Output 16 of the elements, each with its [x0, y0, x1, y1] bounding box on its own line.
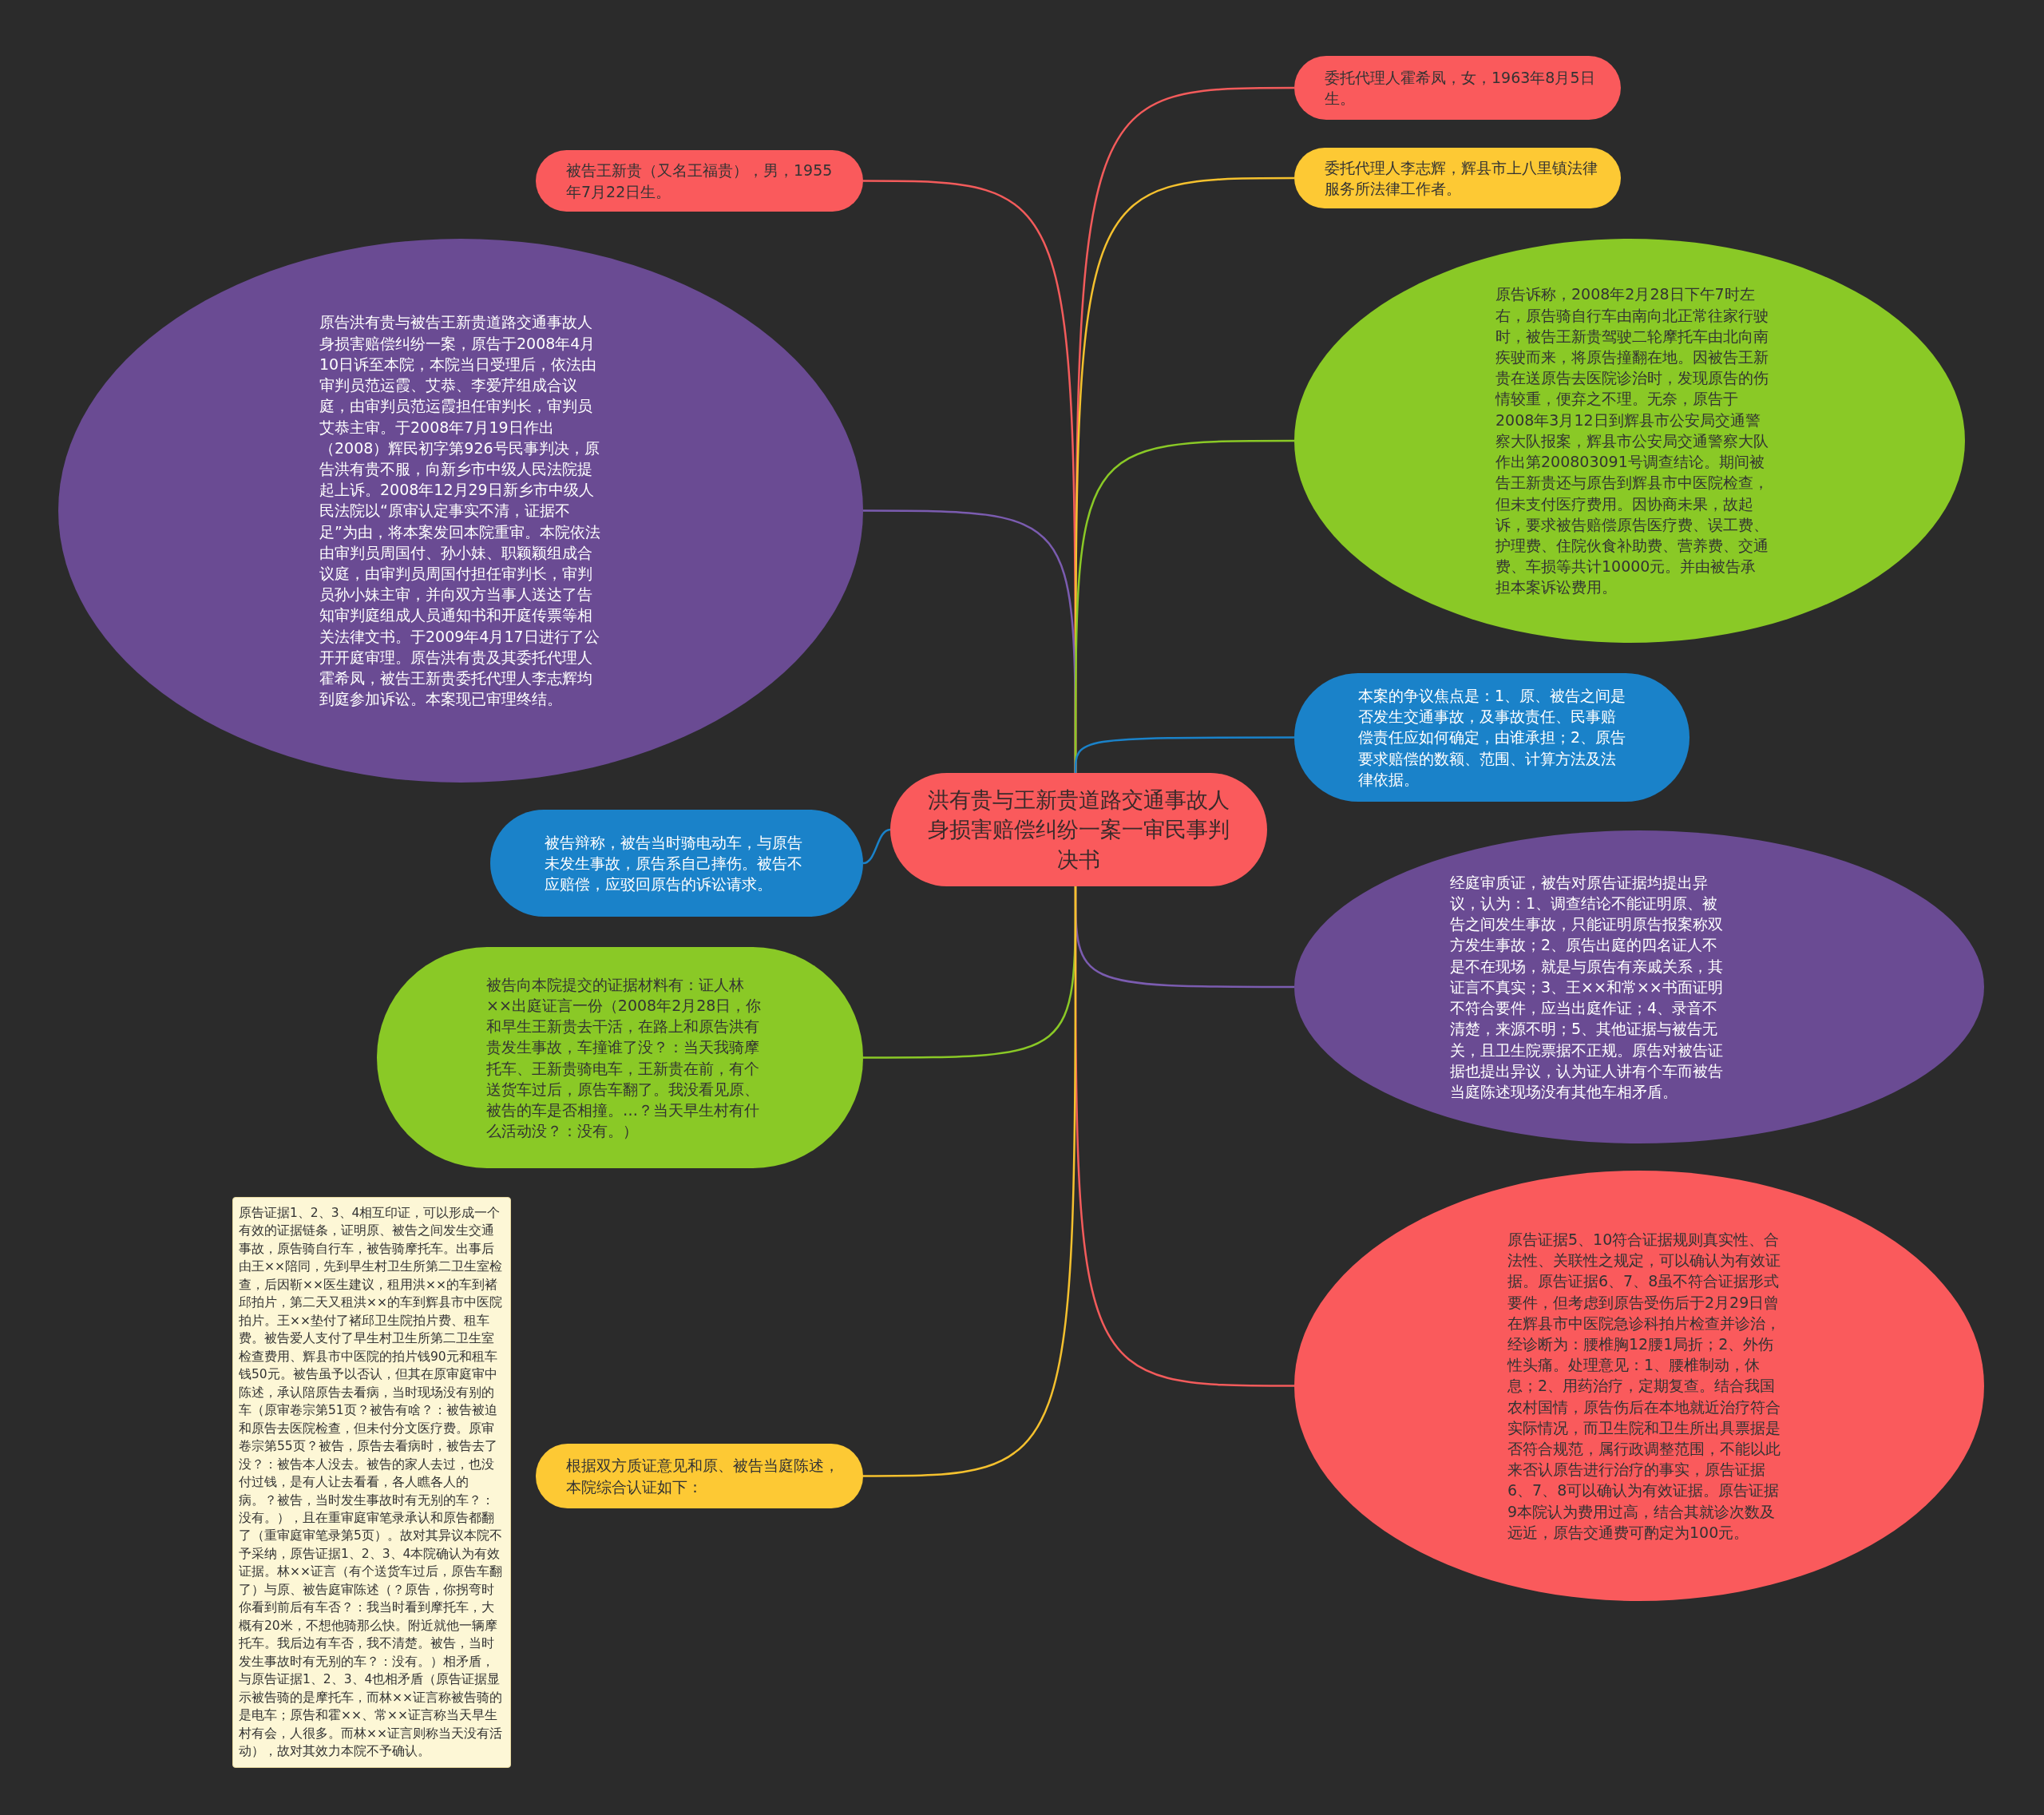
topic-text: 经庭审质证，被告对原告证据均提出异议，认为：1、调查结论不能证明原、被告之间发生事故，只能证明原告报案称双方发生事故；2、原告出庭的四名证人不是不在现场，就是与原告有亲戚关系，其证言不真实；3、王××和常××书面证明不符合要件，应当出庭作证；4、录音不清楚，来源不明；5、其他证据与被告无关，且卫生院票据不正规。原告对被告证据也提出异议，认为证人讲有个车而被告当庭陈述现场没有其他车相矛盾。: [1450, 872, 1724, 1102]
topic-text: 原告证据5、10符合证据规则真实性、合法性、关联性之规定，可以确认为有效证据。原告证据6、7、8虽不符合证据形式要件，但考虑到原告受伤后于2月29日曾在辉县市中医院急诊科拍片检查并诊治，经诊断为：腰椎胸12腰1局折；2、外伤性头痛。处理意见：1、腰椎制动，休息；2、用药治疗，定期复查。结合我国农村国情，原告伤后在本地就近治疗符合实际情况，而卫生院和卫生所出具票据是否符合规范，属行政调整范围，不能以此来否认原告进行治疗的事实，原告证据6、7、8可以确认为有效证据。原告证据9本院认为费用过高，结合其就诊次数及远近，原告交通费可酌定为100元。: [1507, 1229, 1781, 1543]
topic-text: 被告王新贵（又名王福贵），男，1955年7月22日生。: [566, 160, 834, 202]
connector-line: [1074, 736, 1294, 773]
note-card: 原告证据1、2、3、4相互印证，可以形成一个有效的证据链条，证明原、被告之间发生交通事故，原告骑自行车，被告骑摩托车。出事后由王××陪同，先到早生村卫生所第二卫生室检查，后因靳××医生建议，租用洪××的车到褚邱拍片，第二天又租洪××的车到辉县市中医院拍片。王××垫付了褚邱卫生院拍片费、租车费。被告爱人支付了早生村卫生所第二卫生室检查费用、辉县市中医院的拍片钱90元和租车钱50元。被告虽予以否认，但其在原审庭审中陈述，承认陪原告去看病，当时现场没有别的车（原审卷宗第51页？被告有啥？：被告被迫和原告去医院检查，但未付分文医疗费。原审卷宗第55页？被告，原告去看病时，被告去了没？：被告本人没去。被告的家人去过，也没付过钱，是有人让去看看，各人瞧各人的病。？被告，当时发生事故时有无别的车？：没有。），且在重审庭审笔录承认和原告都翻了（重审庭审笔录第5页）。故对其异议本院不予采纳，原告证据1、2、3、4本院确认为有效证据。林××证言（有个送货车过后，原告车翻了）与原、被告庭审陈述（？原告，你拐弯时你看到前后有车否？：我当时看到摩托车，大概有20米，不想他骑那么快。附近就他一辆摩托车。我后边有车否，我不清楚。被告，当时发生事故时有无别的车？：没有。）相矛盾，与原告证据1、2、3、4也相矛盾（原告证据显示被告骑的是摩托车，而林××证言称被告骑的是电车；原告和霍××、常××证言称当天早生村有会，人很多。而林××证言则称当天没有活动），故对其效力本院不予确认。: [232, 1197, 511, 1768]
topic-text: 委托代理人李志辉，辉县市上八里镇法律服务所法律工作者。: [1325, 157, 1598, 199]
topic-text: 委托代理人霍希凤，女，1963年8月5日生。: [1325, 67, 1596, 109]
topic-text: 原告洪有贵与被告王新贵道路交通事故人身损害赔偿纠纷一案，原告于2008年4月10日诉至本院，本院当日受理后，依法由审判员范运霞、艾恭、李爱芹组成合议庭，由审判员范运霞担任审判长，审判员艾恭主审。于2008年7月19日作出（2008）辉民初字第926号民事判决，原告洪有贵不服，向新乡市中级人民法院提起上诉。2008年12月29日新乡市中级人民法院以“原审认定事实不清，证据不足”为由，将本案发回本院重审。本院依法由审判员周国付、孙小妹、职颖颖组成合议庭，由审判员周国付担任审判长，审判员孙小妹主审，并向双方当事人送达了告知审判庭组成人员通知书和开庭传票等相关法律文书。于2009年4月17日进行了公开开庭审理。原告洪有贵及其委托代理人霍希凤，被告王新贵委托代理人李志辉均到庭参加诉讼。本案现已审理终结。: [319, 312, 600, 710]
topic-text: 原告诉称，2008年2月28日下午7时左右，原告骑自行车由南向北正常往家行驶时，被告王新贵驾驶二轮摩托车由北向南疾驶而来，将原告撞翻在地。因被告王新贵在送原告去医院诊治时，发现原告的伤情较重，便弃之不理。无奈，原告于2008年3月12日到辉县市公安局交通警察大队报案，辉县市公安局交通警察大队作出第200803091号调查结论。期间被告王新贵还与原告到辉县市中医院检查，但未支付医疗费用。因协商未果，故起诉，要求被告赔偿原告医疗费、误工费、护理费、住院伙食补助费、营养费、交通费、车损等共计10000元。并由被告承担本案诉讼费用。: [1495, 284, 1769, 598]
topic-text: 被告辩称，被告当时骑电动车，与原告未发生事故，原告系自己摔伤。被告不应赔偿，应驳回原告的诉讼请求。: [545, 832, 803, 895]
central-topic-text: 洪有贵与王新贵道路交通事故人身损害赔偿纠纷一案一审民事判决书: [927, 787, 1230, 874]
topic-text: 本案的争议焦点是：1、原、被告之间是否发生交通事故，及事故责任、民事赔偿责任应如何确定，由谁承担；2、原告要求赔偿的数额、范围、计算方法及法律依据。: [1358, 685, 1627, 790]
topic-text: 根据双方质证意见和原、被告当庭陈述，本院综合认证如下：: [566, 1456, 840, 1497]
topic-text: 被告向本院提交的证据材料有：证人林××出庭证言一份（2008年2月28日，你和早生王新贵去干活，在路上和原告洪有贵发生事故，车撞谁了没？：当天我骑摩托车、王新贵骑电车，王新贵在前，有个送货车过后，原告车翻了。我没看见原、被告的车是否相撞。…？当天早生村有什么活动没？：没有。）: [486, 974, 762, 1142]
connector-line: [863, 886, 1077, 1477]
connector-line: [862, 828, 891, 865]
